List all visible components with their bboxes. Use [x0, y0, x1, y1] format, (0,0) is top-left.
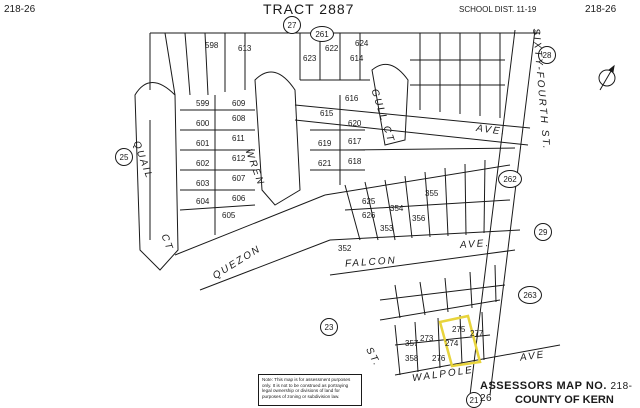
lot-number: 353	[380, 224, 394, 233]
assessors-map-footer: ASSESSORS MAP NO. 218-26	[480, 380, 640, 404]
lot-number: 603	[196, 179, 210, 188]
lot-number: 277	[470, 329, 484, 338]
lot-number: 608	[232, 114, 246, 123]
lot-number: 626	[362, 211, 376, 220]
map-ref-25: 25	[115, 148, 133, 166]
lot-number: 618	[348, 157, 362, 166]
street-falcon-ave: AVE.	[459, 237, 491, 252]
map-ref-27: 27	[283, 16, 301, 34]
block-263: 263	[518, 286, 542, 304]
lot-number: 601	[196, 139, 210, 148]
lot-number: 620	[348, 119, 362, 128]
lot-number: 605	[222, 211, 236, 220]
lot-number: 276	[432, 354, 446, 363]
lot-number: 614	[350, 54, 364, 63]
map-ref-23: 23	[320, 318, 338, 336]
lot-number: 604	[196, 197, 210, 206]
lot-number: 606	[232, 194, 246, 203]
lot-number: 619	[318, 139, 332, 148]
lot-number: 599	[196, 99, 210, 108]
tract-title: TRACT 2887	[263, 1, 355, 17]
lot-number: 600	[196, 119, 210, 128]
lot-number: 355	[425, 189, 439, 198]
lot-number: 615	[320, 109, 334, 118]
lot-number: 358	[405, 354, 419, 363]
lot-number: 354	[390, 204, 404, 213]
map-ref-28: 28	[538, 46, 556, 64]
block-262: 262	[498, 170, 522, 188]
map-number-left: 218-26	[4, 4, 36, 15]
lot-number: 611	[232, 134, 245, 143]
lot-number: 624	[355, 39, 369, 48]
lot-number: 625	[362, 197, 376, 206]
map-ref-29: 29	[534, 223, 552, 241]
lot-number: 602	[196, 159, 210, 168]
lot-number: 612	[232, 154, 246, 163]
lot-number: 609	[232, 99, 246, 108]
lot-number: 352	[338, 244, 352, 253]
footer-line1: ASSESSORS MAP NO.	[480, 380, 607, 392]
footer-county: COUNTY OF KERN	[515, 394, 614, 406]
school-district: SCHOOL DIST. 11-19	[459, 5, 537, 14]
lot-number: 357	[405, 339, 419, 348]
map-number-right: 218-26	[585, 4, 617, 15]
lot-number: 273	[420, 334, 434, 343]
lot-number: 607	[232, 174, 246, 183]
lot-number: 623	[303, 54, 317, 63]
highlighted-parcel	[438, 314, 482, 368]
footer-map-number: 218-26	[480, 381, 633, 404]
lot-number: 275	[452, 325, 466, 334]
block-261: 261	[310, 26, 334, 42]
lot-number: 617	[348, 137, 362, 146]
lot-number: 613	[238, 44, 252, 53]
north-arrow-icon	[598, 64, 616, 91]
lot-number: 598	[205, 41, 219, 50]
lot-number: 616	[345, 94, 359, 103]
lot-number: 621	[318, 159, 332, 168]
lot-number: 622	[325, 44, 339, 53]
lot-number: 274	[445, 339, 459, 348]
assessment-note: Note: This map is for assessment purpose…	[258, 374, 362, 406]
lot-number: 356	[412, 214, 426, 223]
